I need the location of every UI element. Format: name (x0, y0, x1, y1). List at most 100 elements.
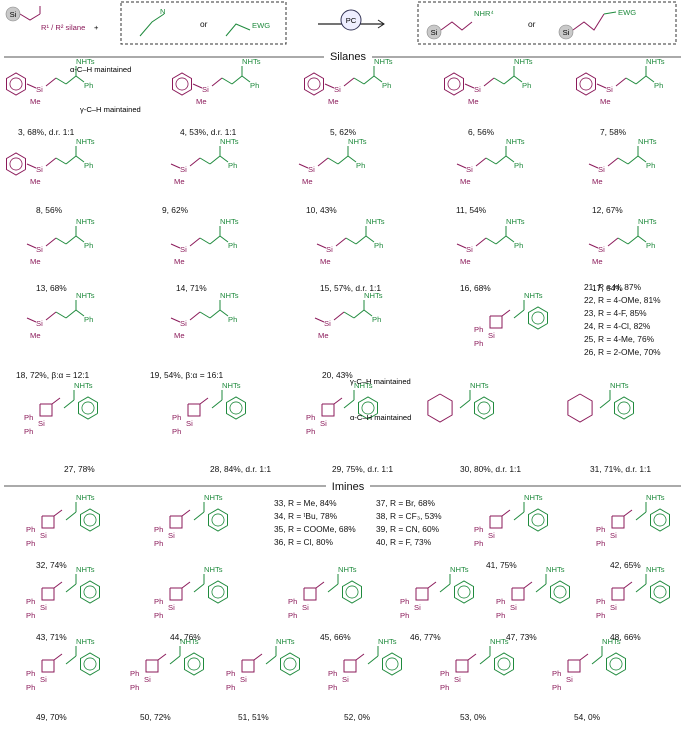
compound-label-13: 13, 68% (36, 283, 67, 293)
nhts-label: NHTs (646, 57, 665, 66)
compound-label-31: 31, 71%, d.r. 1:1 (590, 464, 651, 474)
compound-label-16: 16, 68% (460, 283, 491, 293)
bond (513, 511, 525, 521)
compound-label-14: 14, 71% (176, 283, 207, 293)
compound-label-28: 28, 84%, d.r. 1:1 (210, 464, 271, 474)
bond (345, 237, 357, 245)
ph-label: Ph (356, 161, 365, 170)
aromatic-circle (211, 585, 225, 599)
bond (523, 581, 533, 589)
alpha-ch-annotation: α-C–H maintained (70, 65, 131, 74)
imine-bond (139, 13, 165, 37)
compound-label-30: 30, 80%, d.r. 1:1 (460, 464, 521, 474)
ph-label: Ph (374, 241, 383, 250)
bond (55, 237, 67, 245)
ph-label: Ph (514, 161, 523, 170)
ph-label: Ph (552, 683, 561, 692)
aromatic-circle (83, 657, 97, 671)
compound-label-group: 35, R = COOMe, 68% (274, 524, 356, 534)
aryl-ring (650, 580, 670, 604)
me-label: Me (174, 257, 185, 266)
aromatic-circle (9, 77, 23, 91)
si-label: Si (180, 165, 187, 174)
aryl-ring (650, 508, 670, 532)
nhts-label: NHTs (638, 217, 657, 226)
silacyclobutane-ring (511, 587, 525, 601)
si-label: Si (36, 245, 43, 254)
aryl-ring (6, 152, 26, 176)
compound-label-46: 46, 77% (410, 632, 441, 642)
bond (513, 309, 525, 319)
me-label: Me (600, 97, 611, 106)
bond (607, 157, 619, 167)
bond (617, 237, 629, 245)
si-label: Si (431, 28, 438, 37)
silacyclobutane-ring (455, 659, 469, 673)
me-label: Me (592, 257, 603, 266)
ph-label: Ph (382, 81, 391, 90)
si-label: Si (598, 165, 605, 174)
silacyclobutane-ring (187, 403, 201, 417)
compound-label-27: 27, 78% (64, 464, 95, 474)
si-label: Si (454, 675, 461, 684)
bond (501, 309, 511, 317)
aryl-ring (606, 652, 626, 676)
si-label: Si (36, 165, 43, 174)
ph-label: Ph (306, 413, 315, 422)
bond (75, 309, 85, 317)
aromatic-circle (361, 401, 375, 415)
bond (439, 583, 451, 593)
bond (75, 75, 85, 83)
me-label: Me (320, 257, 331, 266)
bond (45, 77, 57, 87)
bond (199, 157, 211, 165)
bond (335, 237, 347, 247)
bond (367, 655, 379, 665)
aromatic-circle (653, 585, 667, 599)
bond (635, 583, 647, 593)
ph-label: Ph (84, 81, 93, 90)
aryl-ring (304, 72, 324, 96)
bond (479, 655, 491, 665)
ph-label: Ph (400, 611, 409, 620)
or-text: or (528, 19, 536, 29)
si-label: Si (180, 245, 187, 254)
me-label: Me (30, 257, 41, 266)
ph-label: Ph (154, 525, 163, 534)
silacyclobutane-ring (169, 515, 183, 529)
compound-label-11: 11, 54% (456, 205, 487, 215)
bond (485, 157, 497, 165)
bond (623, 581, 633, 589)
bond (315, 581, 325, 589)
aryl-ring (550, 580, 570, 604)
bond (209, 155, 221, 165)
bond (363, 75, 375, 85)
compound-label-group: 40, R = F, 73% (376, 537, 432, 547)
bond (53, 509, 63, 517)
section-silanes: Silanes (330, 51, 367, 63)
bond (505, 235, 515, 243)
bond (485, 237, 497, 245)
ph-label: Ph (154, 597, 163, 606)
compound-label-20: 20, 43% (322, 370, 353, 380)
aromatic-circle (345, 585, 359, 599)
compound-label-41: 41, 75% (486, 560, 517, 570)
compound-label-group: 33, R = Me, 84% (274, 498, 337, 508)
ph-label: Ph (24, 427, 33, 436)
me-label: Me (174, 177, 185, 186)
aromatic-circle (307, 77, 321, 91)
bond (219, 155, 229, 163)
nhts-label: NHTs (366, 217, 385, 226)
bond (199, 311, 211, 319)
aryl-ring (78, 396, 98, 420)
si-label: Si (320, 419, 327, 428)
ph-label: Ph (154, 611, 163, 620)
bond (456, 243, 467, 249)
si-label: Si (610, 531, 617, 540)
compound-label-group: 21, R = H, 87% (584, 282, 642, 292)
aryl-ring (184, 652, 204, 676)
ph-label: Ph (654, 81, 663, 90)
nhts-label: NHTs (374, 57, 393, 66)
nhts-label: NHTs (180, 637, 199, 646)
si-label: Si (510, 603, 517, 612)
